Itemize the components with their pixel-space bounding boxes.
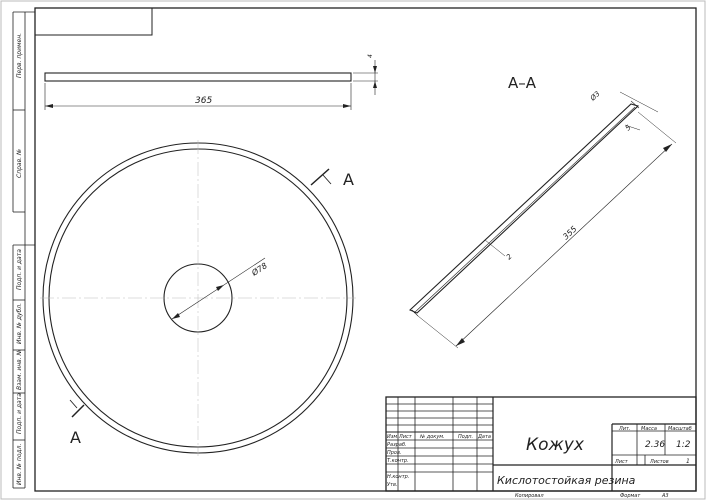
disc-view: [40, 140, 356, 456]
bar-view: [44, 60, 378, 110]
bar-thickness-dimension: 4: [367, 54, 374, 58]
bar-length-dimension: 365: [195, 96, 212, 106]
margin-label-5: Взам. инв. №: [16, 349, 23, 390]
copied-label: Копировал: [515, 493, 544, 499]
margin-label-7: Инв. № подл.: [16, 444, 23, 485]
section-cut-marks: [69, 168, 332, 418]
drawing-frame: [34, 7, 697, 492]
section-title: A–A: [508, 74, 537, 92]
mass-header: Масса: [641, 426, 657, 432]
scale-header: Масштаб: [668, 426, 692, 432]
section-view: [409, 91, 677, 349]
title-block-text: Изм. Лист № докум. Подп. Дата Разраб. Пр…: [387, 426, 692, 499]
margin-label-3: Подп. и дата: [16, 249, 23, 290]
section-center-dimension: 2: [505, 252, 514, 261]
part-name: Кожух: [526, 435, 585, 455]
material: Кислотостойкая резина: [497, 474, 636, 487]
section-mark-bottom: A: [70, 428, 81, 447]
left-margin: [12, 11, 35, 489]
row-label-checked: Пров.: [387, 450, 402, 456]
margin-label-2: Справ. №: [16, 149, 23, 178]
margin-labels: Перв. примен. Справ. № Подп. и дата Инв.…: [16, 33, 23, 485]
scale-value: 1:2: [676, 440, 691, 450]
section-mark-top: A: [343, 170, 354, 189]
format-label: Формат: [620, 493, 641, 499]
col-header-doc: № докум.: [419, 434, 445, 440]
margin-label-4: Инв. № дубл.: [16, 303, 23, 344]
sheets-count: 1: [686, 458, 690, 465]
col-header-date: Дата: [477, 434, 491, 440]
sheet-label: Лист: [614, 459, 629, 465]
row-label-tcontrol: Т.контр.: [387, 458, 409, 464]
row-label-approved: Утв.: [387, 482, 398, 488]
format-value: А3: [661, 493, 669, 499]
title-block: [385, 396, 697, 492]
row-label-ncontrol: Н.контр.: [387, 474, 409, 480]
col-header-sign: Подп.: [458, 434, 473, 440]
section-offset-dimension: 5: [624, 123, 633, 132]
col-header-sheet: Лист: [398, 434, 413, 440]
row-label-developed: Разраб.: [387, 442, 407, 448]
margin-label-1: Перв. примен.: [16, 33, 23, 78]
lit-header: Лит.: [618, 426, 631, 432]
top-stamp-box: [34, 7, 153, 36]
col-header-change: Изм.: [387, 434, 399, 440]
margin-label-6: Подп. и дата: [16, 393, 23, 434]
sheets-label: Листов: [649, 459, 669, 465]
mass-value: 2.36: [645, 440, 665, 450]
